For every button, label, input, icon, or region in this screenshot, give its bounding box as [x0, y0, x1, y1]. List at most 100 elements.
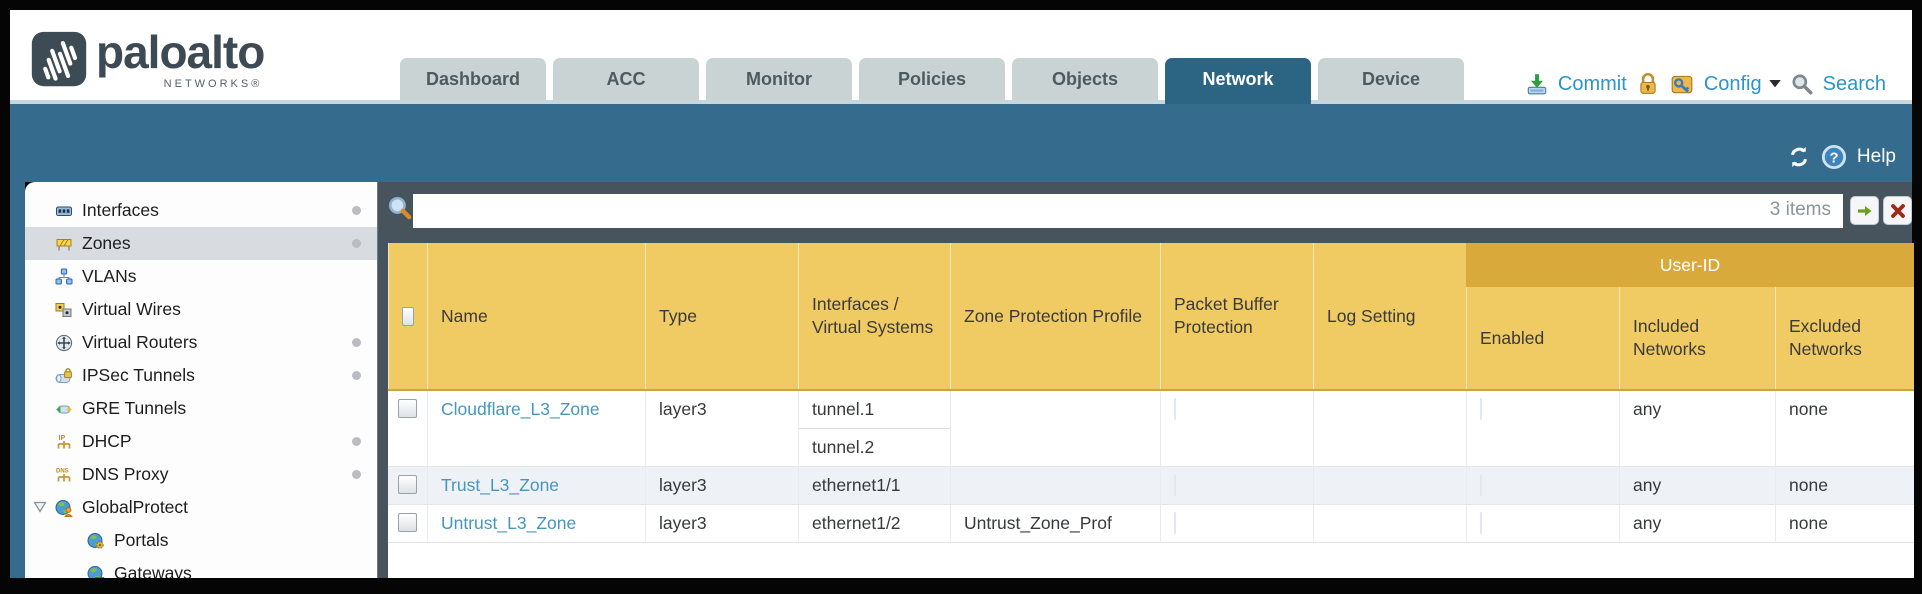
virtual-wires-icon — [55, 302, 72, 317]
help-icon[interactable]: ? — [1821, 144, 1847, 170]
column-header-excluded-networks[interactable]: Excluded Networks — [1775, 243, 1914, 389]
sidebar-item-interfaces[interactable]: Interfaces — [25, 194, 377, 227]
row-checkbox[interactable] — [398, 475, 417, 494]
commit-button[interactable]: Commit — [1557, 72, 1627, 95]
user-id-enabled-checkbox[interactable] — [1480, 474, 1482, 496]
global-search-button[interactable]: Search — [1822, 72, 1886, 95]
lock-icon[interactable] — [1636, 72, 1660, 96]
cell-packet-buffer-protection — [1160, 391, 1313, 466]
sidebar-item-virtual-wires[interactable]: Virtual Wires — [25, 293, 377, 326]
config-menu-button[interactable]: Config — [1703, 72, 1762, 95]
cell-name: Cloudflare_L3_Zone — [427, 391, 645, 466]
cell-type: layer3 — [645, 467, 798, 504]
interfaces-icon — [56, 206, 72, 216]
filter-input[interactable] — [413, 194, 1843, 228]
commit-icon[interactable] — [1525, 72, 1549, 96]
column-header-packet-buffer-protection[interactable]: Packet Buffer Protection — [1160, 243, 1313, 389]
packet-buffer-checkbox[interactable] — [1174, 474, 1176, 496]
select-all-checkbox-cell[interactable] — [388, 243, 427, 389]
sidebar-item-portals[interactable]: Portals — [25, 524, 377, 557]
sidebar-item-ipsec-tunnels[interactable]: IPSec Tunnels — [25, 359, 377, 392]
cell-user-id-enabled — [1466, 467, 1619, 504]
sidebar-item-label: Virtual Routers — [82, 332, 198, 352]
cell-zone-protection-profile — [950, 467, 1160, 504]
column-header-label: Enabled — [1480, 327, 1545, 348]
row-checkbox[interactable] — [398, 513, 417, 532]
chevron-down-icon[interactable] — [1768, 80, 1781, 88]
column-header-included-networks[interactable]: Included Networks — [1619, 243, 1775, 389]
sidebar-item-label: Zones — [82, 233, 131, 253]
cell-included-networks: any — [1619, 505, 1775, 542]
sidebar-item-globalprotect[interactable]: GlobalProtect — [25, 491, 377, 524]
green-arrow-icon — [1858, 205, 1872, 216]
user-id-enabled-checkbox[interactable] — [1480, 398, 1482, 420]
user-id-enabled-checkbox[interactable] — [1480, 512, 1482, 534]
paloalto-logo: paloalto NETWORKS® — [30, 26, 265, 90]
tab-dashboard[interactable]: Dashboard — [400, 58, 546, 100]
sidebar-item-zones[interactable]: Zones — [25, 227, 377, 260]
cell-included-networks: any — [1619, 467, 1775, 504]
config-icon[interactable] — [1669, 72, 1695, 96]
status-dot — [352, 206, 361, 215]
row-checkbox[interactable] — [398, 399, 417, 418]
column-header-label: Excluded Networks — [1789, 316, 1862, 359]
header-divider — [10, 100, 1912, 104]
band-tools: ? Help — [1787, 144, 1896, 170]
column-header-label: Zone Protection Profile — [964, 305, 1143, 326]
clear-filter-button[interactable] — [1883, 196, 1912, 225]
status-dot — [352, 470, 361, 479]
close-icon — [1890, 203, 1905, 218]
zone-name-link[interactable]: Untrust_L3_Zone — [441, 513, 577, 533]
row-checkbox-cell — [388, 505, 427, 542]
column-header-name[interactable]: Name — [427, 243, 645, 389]
sidebar-item-gateways[interactable]: Gateways — [25, 557, 377, 578]
column-header-enabled[interactable]: Enabled — [1466, 243, 1619, 389]
tab-network[interactable]: Network — [1165, 58, 1311, 104]
packet-buffer-checkbox[interactable] — [1174, 512, 1176, 534]
sidebar-item-virtual-routers[interactable]: Virtual Routers — [25, 326, 377, 359]
select-all-checkbox[interactable] — [402, 306, 414, 326]
column-header-log-setting[interactable]: Log Setting — [1313, 243, 1466, 389]
refresh-icon[interactable] — [1787, 145, 1811, 169]
svg-text:?: ? — [1829, 150, 1838, 166]
zone-name-link[interactable]: Trust_L3_Zone — [441, 475, 560, 495]
sidebar-item-label: DNS Proxy — [82, 464, 169, 484]
cell-log-setting — [1313, 467, 1466, 504]
column-header-zone-protection-profile[interactable]: Zone Protection Profile — [950, 243, 1160, 389]
sidebar-item-gre-tunnels[interactable]: GRE Tunnels — [25, 392, 377, 425]
cell-packet-buffer-protection — [1160, 467, 1313, 504]
sidebar-item-vlans[interactable]: VLANs — [25, 260, 377, 293]
tab-objects[interactable]: Objects — [1012, 58, 1158, 100]
cell-name: Untrust_L3_Zone — [427, 505, 645, 542]
zone-name-link[interactable]: Cloudflare_L3_Zone — [441, 399, 600, 419]
svg-text:IP: IP — [59, 435, 66, 442]
dhcp-icon: IP — [57, 435, 71, 448]
tab-monitor[interactable]: Monitor — [706, 58, 852, 100]
tab-device[interactable]: Device — [1318, 58, 1464, 100]
cell-interfaces: ethernet1/1 — [798, 467, 950, 504]
cell-user-id-enabled — [1466, 505, 1619, 542]
status-dot — [352, 437, 361, 446]
left-accent-strip — [10, 182, 25, 578]
column-header-label: Packet Buffer Protection — [1174, 294, 1279, 337]
help-label[interactable]: Help — [1856, 146, 1896, 167]
column-header-type[interactable]: Type — [645, 243, 798, 389]
tab-policies[interactable]: Policies — [859, 58, 1005, 100]
tab-acc[interactable]: ACC — [553, 58, 699, 100]
column-header-interfaces-virtual-systems[interactable]: Interfaces / Virtual Systems — [798, 243, 950, 389]
row-checkbox-cell — [388, 391, 427, 466]
apply-filter-button[interactable] — [1850, 196, 1879, 225]
search-icon[interactable] — [1790, 72, 1814, 96]
expander-icon[interactable] — [33, 501, 47, 513]
status-dot — [352, 338, 361, 347]
sidebar-item-label: Interfaces — [82, 200, 159, 220]
packet-buffer-checkbox[interactable] — [1174, 398, 1176, 420]
